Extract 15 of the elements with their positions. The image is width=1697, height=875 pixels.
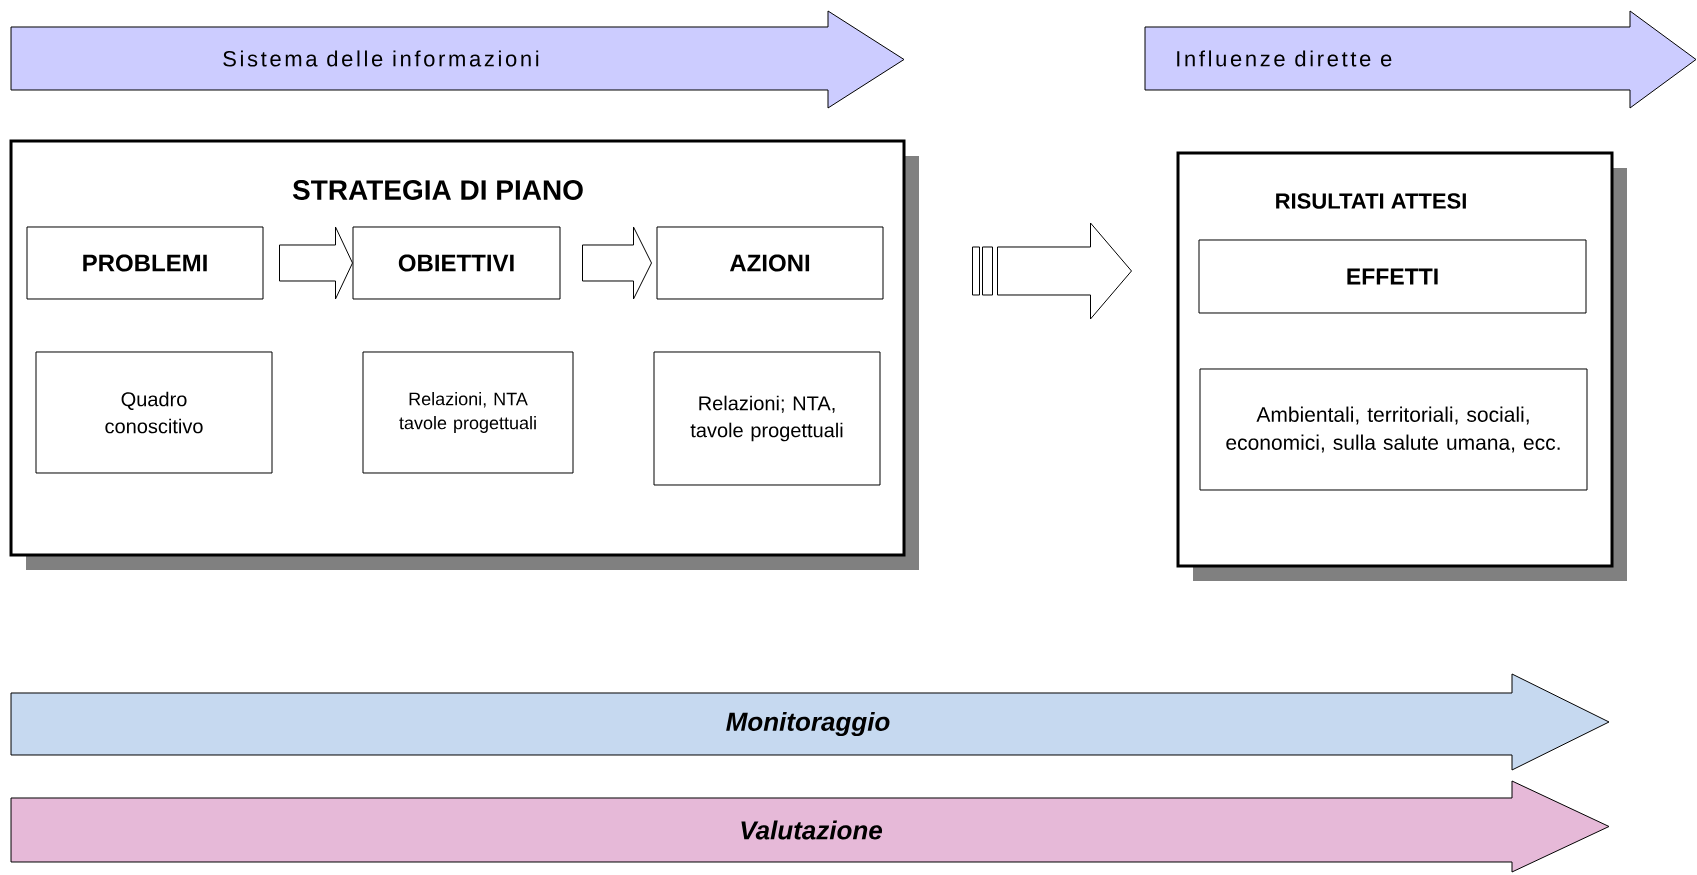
text-box: Quadro conoscitivo bbox=[35, 351, 273, 474]
block-arrow bbox=[582, 226, 652, 300]
block-arrow bbox=[279, 226, 353, 300]
text-box: Relazioni, NTA tavole progettuali bbox=[362, 351, 574, 474]
text-box: Ambientali, territoriali, sociali, economici, sulla salute umana, ecc. bbox=[1199, 368, 1588, 491]
panel-heading: STRATEGIA DI PIANO bbox=[292, 180, 583, 200]
panel bbox=[9, 139, 919, 570]
text-box: Relazioni; NTA, tavole progettuali bbox=[653, 351, 881, 486]
panel bbox=[1176, 151, 1627, 581]
text-box: PROBLEMI bbox=[26, 226, 264, 300]
text-box: EFFETTI bbox=[1198, 239, 1587, 314]
block-arrow bbox=[972, 222, 1132, 320]
panel-heading: RISULTATI ATTESI bbox=[1276, 193, 1466, 209]
text-box: OBIETTIVI bbox=[352, 226, 561, 300]
text-box: AZIONI bbox=[656, 226, 884, 300]
